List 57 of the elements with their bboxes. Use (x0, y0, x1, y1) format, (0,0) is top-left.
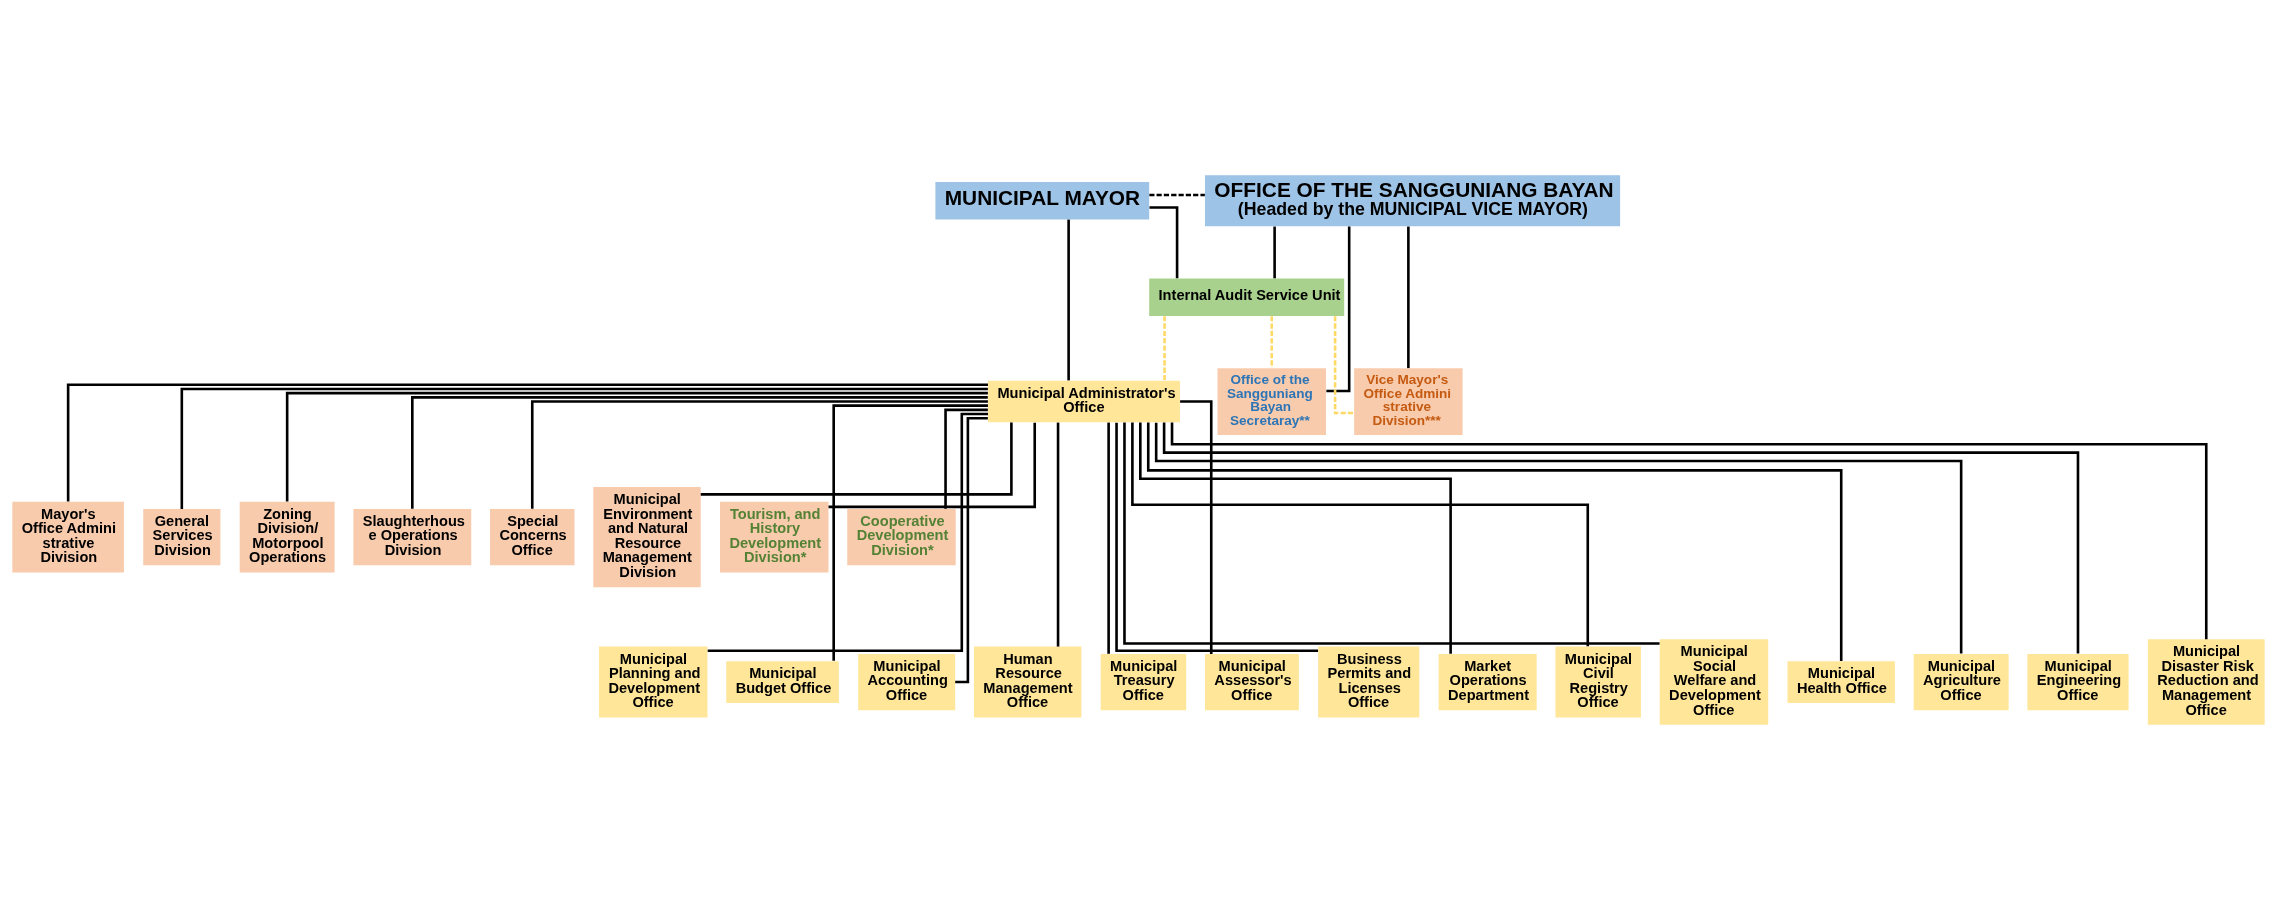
connector (1139, 422, 1452, 654)
node-box: Municipal Planning and Development Office (599, 646, 708, 718)
node-box: Municipal Civil Registry Office (1555, 646, 1641, 718)
connector (832, 404, 988, 661)
connector (1115, 422, 1318, 653)
connector (1407, 226, 1410, 369)
connector (707, 412, 988, 653)
connector (180, 387, 988, 509)
connector (1131, 422, 1590, 647)
connector (944, 408, 988, 509)
connector (1123, 422, 1660, 645)
node-box: Human Resource Management Office (973, 646, 1082, 718)
connector (955, 416, 988, 684)
connector (1067, 219, 1070, 381)
node-box: Municipal Disaster Risk Reduction and Management Office (2147, 639, 2265, 725)
node-box: Tourism, and History Development Division* (720, 501, 829, 573)
node-box: Municipal Treasury Office (1100, 653, 1187, 711)
node-box: Municipal Environment and Natural Resource Management Division (593, 487, 701, 588)
connector (1273, 226, 1276, 279)
connector (1326, 226, 1351, 393)
node-box: Vice Mayor's Office Administrative Division*** (1354, 368, 1463, 435)
connector (828, 422, 1037, 509)
node-box: Cooperative Development Division* (847, 508, 956, 566)
node-box: Slaughterhouse Operations Division (353, 508, 472, 566)
connector (66, 383, 988, 502)
node-box: Business Permits and Licenses Office (1318, 646, 1420, 718)
node-box: Municipal Accounting Office (858, 653, 956, 711)
node-box: MUNICIPAL MAYOR (935, 181, 1150, 220)
node-box: Zoning Division/ Motorpool Operations (239, 501, 335, 573)
connector (1056, 422, 1060, 647)
connector (1146, 422, 1843, 661)
connector (285, 391, 988, 502)
node-box: Special Concerns Office (490, 508, 575, 566)
connector (530, 400, 988, 509)
node-box: Municipal Engineering Office (2027, 653, 2129, 711)
connector (1163, 316, 1166, 381)
node-box: Municipal Assessor's Office (1205, 653, 1299, 711)
connector (1270, 316, 1274, 368)
node-box: Municipal Agriculture Office (1913, 653, 2009, 711)
node-box: Office of the Sangguniang Bayan Secretaray** (1217, 368, 1326, 435)
node-box: OFFICE OF THE SANGGUNIANG BAYAN (Headed by the MUNICIPAL VICE MAYOR) (1205, 175, 1621, 227)
connector (1333, 316, 1354, 415)
node-box: Market Operations Department (1438, 653, 1537, 711)
node-box: Municipal Administrator's Office (988, 380, 1180, 423)
connector (700, 422, 1013, 496)
node-box: Municipal Social Welfare and Development Office (1659, 639, 1769, 725)
connector (1170, 422, 2208, 640)
connector (1149, 193, 1205, 197)
connector (1180, 400, 1213, 654)
node-box: Mayor's Office Administrative Division (12, 501, 124, 573)
connector (1107, 422, 1110, 654)
connector (411, 396, 988, 509)
node-box: General Services Division (143, 508, 221, 566)
connector (1149, 206, 1179, 279)
node-box: Internal Audit Service Unit (1149, 278, 1345, 316)
node-box: Municipal Budget Office (726, 661, 839, 703)
node-box: Municipal Health Office (1787, 661, 1895, 703)
